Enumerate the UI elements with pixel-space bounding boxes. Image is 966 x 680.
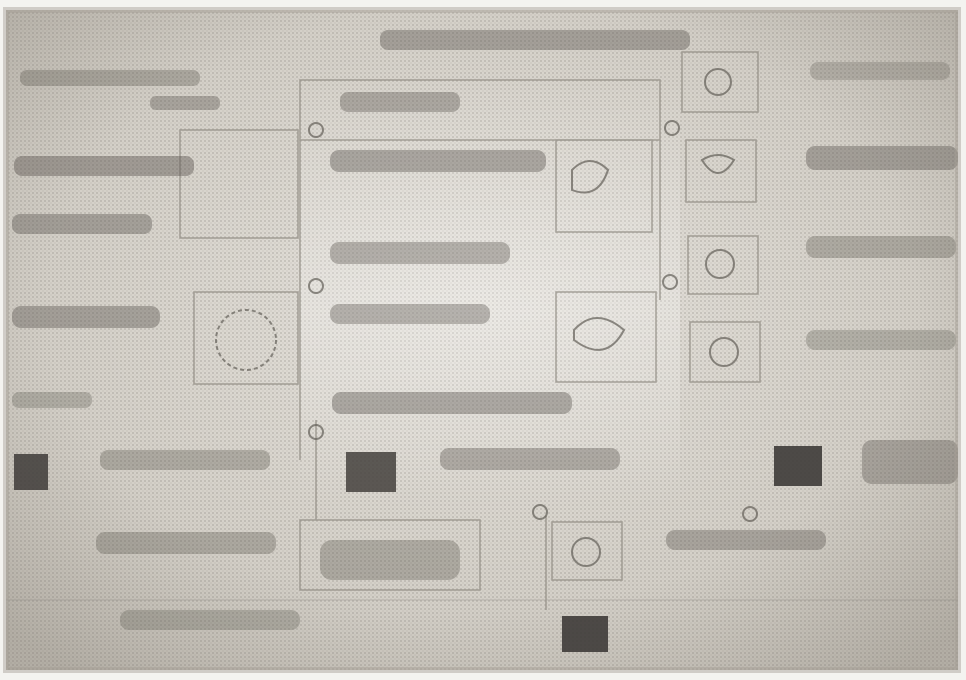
photographed-panel: [0, 0, 966, 680]
